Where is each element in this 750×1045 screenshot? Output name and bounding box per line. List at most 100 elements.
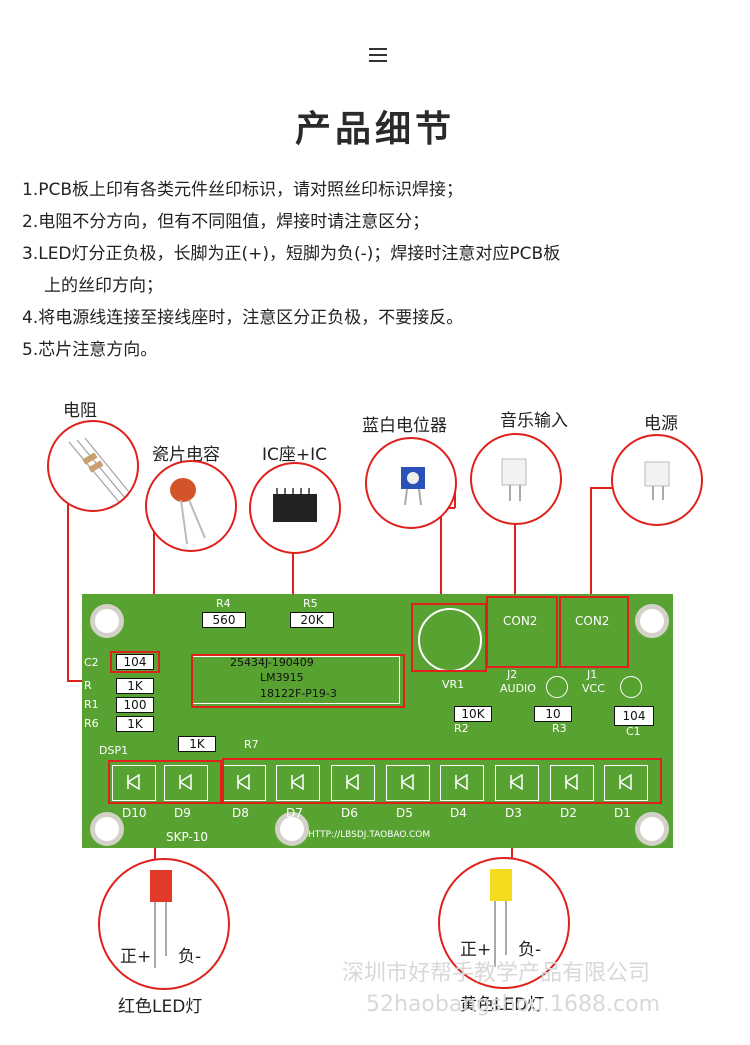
ceramic-cap-label: 瓷片电容 — [152, 445, 220, 465]
url-label: HTTP://LBSDJ.TAOBAO.COM — [308, 830, 431, 840]
led-footprint-d7 — [276, 765, 320, 801]
led-label-d1: D1 — [614, 806, 631, 820]
con2-power-label: CON2 — [575, 614, 610, 628]
diode-icon — [509, 774, 523, 790]
r7-value: 1K — [178, 736, 216, 752]
page-title: 产品细节 — [294, 109, 455, 150]
j2-label: J2 — [507, 668, 518, 681]
yellow-led-minus: 负- — [518, 940, 542, 960]
ceramic-cap-callout — [145, 460, 237, 552]
yellow-led-plus: 正+ — [460, 940, 492, 960]
power-connector-callout — [611, 434, 703, 526]
c2-value: 104 — [116, 654, 154, 670]
note-2: 2.电阻不分方向，但有不同阻值，焊接时请注意区分； — [22, 212, 430, 232]
ic-highlight — [191, 654, 405, 708]
led-label-d8: D8 — [232, 806, 249, 820]
led-footprint-d2 — [550, 765, 594, 801]
diode-icon — [454, 774, 468, 790]
resistor-icon — [68, 437, 130, 503]
led-footprint-d3 — [495, 765, 539, 801]
ic-marking-2: LM3915 — [260, 671, 304, 684]
r1-label: R1 — [84, 698, 99, 711]
c1-value: 104 — [614, 706, 654, 726]
vr1-label: VR1 — [442, 678, 465, 691]
yellow-led-icon — [490, 869, 512, 967]
r5-label: R5 — [303, 597, 318, 610]
diode-icon — [126, 774, 140, 790]
red-led-callout — [98, 858, 230, 990]
r2-value: 10K — [454, 706, 492, 722]
red-led-plus: 正+ — [120, 947, 152, 967]
note-4: 4.将电源线连接至接线座时，注意区分正负极，不要接反。 — [22, 308, 464, 328]
r-value: 1K — [116, 678, 154, 694]
diode-icon — [345, 774, 359, 790]
r4-value: 560 — [202, 612, 246, 628]
potentiometer-icon — [401, 467, 425, 506]
assembly-notes: 1.PCB板上印有各类元件丝印标识，请对照丝印标识焊接； 2.电阻不分方向，但有… — [22, 174, 722, 366]
potentiometer-callout — [365, 437, 457, 529]
hamburger-icon[interactable] — [369, 48, 387, 62]
r2-label: R2 — [454, 722, 469, 735]
led-label-d7: D7 — [286, 806, 303, 820]
r7-label: R7 — [244, 738, 259, 751]
yellow-led-label: 黄色LED灯 — [460, 995, 545, 1015]
led-footprint-d9 — [164, 765, 208, 801]
ic-chip-icon — [273, 488, 317, 522]
vcc-label: VCC — [582, 682, 605, 695]
potentiometer-label: 蓝白电位器 — [362, 416, 447, 436]
audio-connector-callout — [470, 433, 562, 525]
r5-value: 20K — [290, 612, 334, 628]
c2-highlight — [110, 651, 160, 673]
power-highlight — [559, 596, 629, 668]
led-label-d6: D6 — [341, 806, 358, 820]
watermark-url: 52haobangshou.1688.com — [366, 992, 661, 1017]
r4-label: R4 — [216, 597, 231, 610]
note-3: 3.LED灯分正负极，长脚为正(+)，短脚为负(-)；焊接时注意对应PCB板 — [22, 244, 561, 264]
yellow-led-callout — [438, 857, 570, 989]
yellow-led-highlight — [222, 758, 662, 804]
watermark-company: 深圳市好帮手教学产品有限公司 — [342, 961, 651, 986]
plus-icon — [620, 676, 642, 698]
led-footprint-d10 — [112, 765, 156, 801]
red-led-minus: 负- — [178, 947, 202, 967]
c2-label: C2 — [84, 656, 99, 669]
ic-callout — [249, 462, 341, 554]
note-1: 1.PCB板上印有各类元件丝印标识，请对照丝印标识焊接； — [22, 180, 464, 200]
led-footprint-d1 — [604, 765, 648, 801]
diode-icon — [290, 774, 304, 790]
resistor-label: 电阻 — [63, 401, 97, 421]
vr1-highlight — [411, 603, 487, 672]
r6-label: R6 — [84, 717, 99, 730]
model-label: SKP-10 — [166, 830, 209, 844]
connector-icon — [644, 461, 670, 500]
r3-value: 10 — [534, 706, 572, 722]
con2-audio-label: CON2 — [503, 614, 538, 628]
audio-highlight — [486, 596, 558, 668]
diode-icon — [564, 774, 578, 790]
audio-input-label: 音乐输入 — [500, 411, 568, 431]
mounting-hole — [90, 812, 124, 846]
red-led-label: 红色LED灯 — [118, 997, 203, 1017]
connector-icon — [501, 458, 527, 501]
dsp1-label: DSP1 — [99, 744, 129, 757]
r6-value: 1K — [116, 716, 154, 732]
minus-icon — [546, 676, 568, 698]
r3-label: R3 — [552, 722, 567, 735]
r-label: R — [84, 679, 92, 692]
led-label-d5: D5 — [396, 806, 413, 820]
led-footprint-d4 — [440, 765, 484, 801]
led-footprint-d5 — [386, 765, 430, 801]
diode-icon — [178, 774, 192, 790]
note-3-cont: 上的丝印方向； — [44, 276, 163, 296]
led-label-d9: D9 — [174, 806, 191, 820]
led-footprint-d6 — [331, 765, 375, 801]
ic-marking-1: 25434J-190409 — [230, 656, 314, 669]
led-label-d10: D10 — [122, 806, 147, 820]
diode-icon — [400, 774, 414, 790]
ic-socket-label: IC座+IC — [262, 445, 328, 465]
diode-icon — [236, 774, 250, 790]
mounting-hole — [635, 604, 669, 638]
r1-value: 100 — [116, 697, 154, 713]
note-5: 5.芯片注意方向。 — [22, 340, 158, 360]
j1-label: J1 — [587, 668, 598, 681]
